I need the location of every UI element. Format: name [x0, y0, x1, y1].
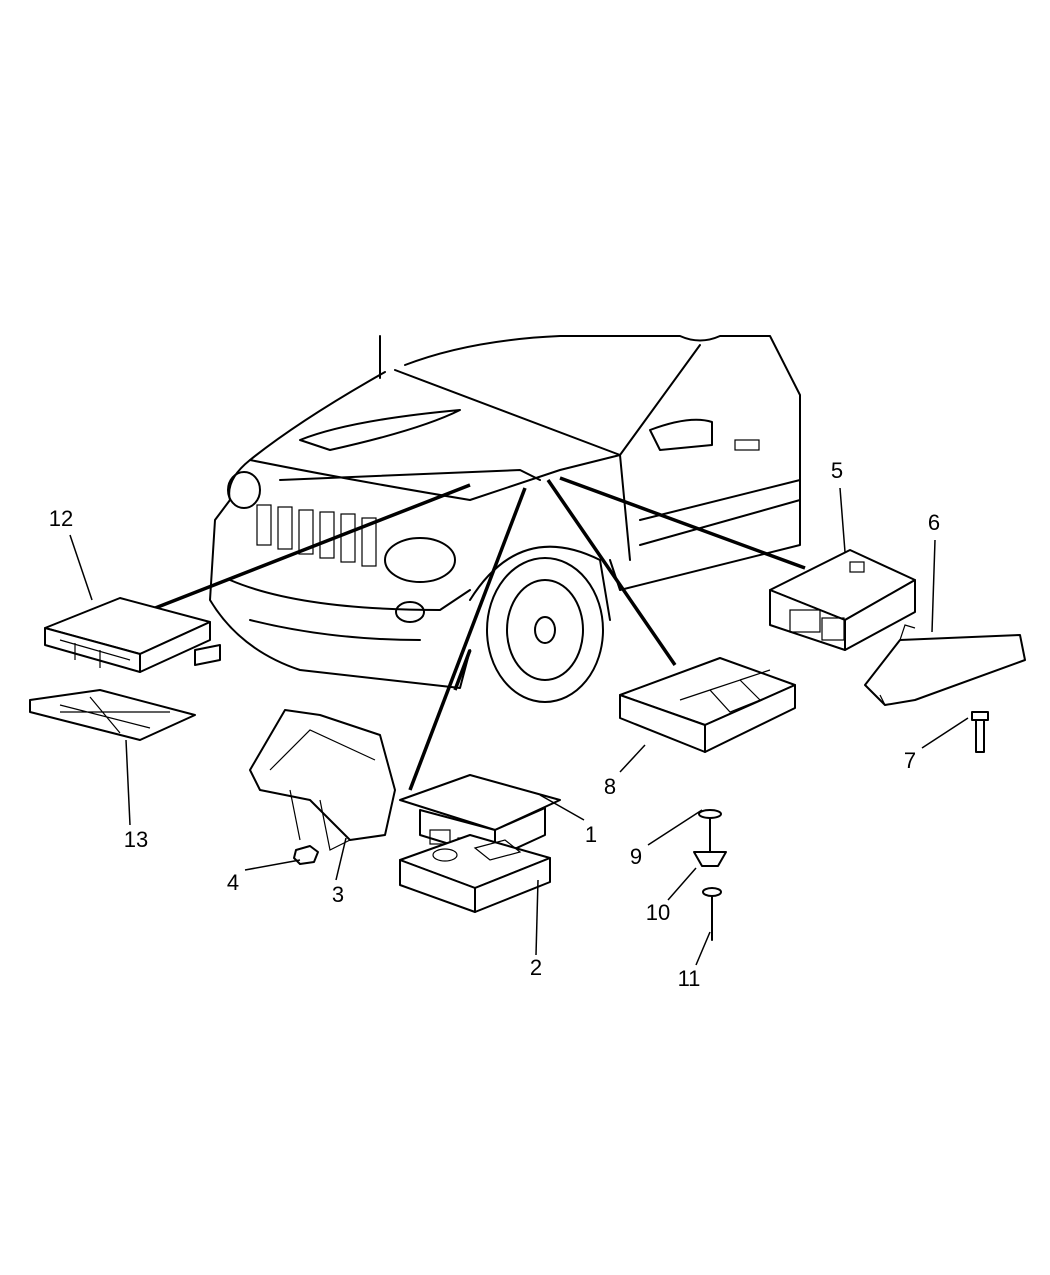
callout-10: 10: [645, 900, 671, 925]
part-4-nut: [293, 845, 319, 865]
callout-5: 5: [830, 458, 844, 483]
part-9-pin: [698, 809, 722, 856]
callout-12: 12: [48, 506, 74, 531]
part-2-module: [399, 834, 551, 913]
callout-leaders: [69, 487, 969, 966]
callout-9: 9: [629, 844, 643, 869]
callout-7: 7: [903, 748, 917, 773]
part-6-bracket: [864, 624, 1026, 706]
callout-2: 2: [529, 955, 543, 980]
part-5-module: [769, 549, 916, 651]
part-13-tray: [29, 689, 196, 741]
callout-1: 1: [584, 822, 598, 847]
location-lines: [144, 476, 806, 791]
callout-13: 13: [123, 827, 149, 852]
callout-4: 4: [226, 870, 240, 895]
callout-3: 3: [331, 882, 345, 907]
vehicle-illustration: [209, 335, 801, 703]
part-10-clip: [693, 851, 727, 867]
part-11-screw: [702, 887, 722, 941]
part-3-bracket: [249, 709, 396, 851]
callout-6: 6: [927, 510, 941, 535]
part-7-bolt: [971, 711, 989, 753]
part-12-module: [44, 597, 221, 673]
part-8-module: [619, 657, 796, 753]
callout-8: 8: [603, 774, 617, 799]
callout-11: 11: [677, 966, 701, 991]
